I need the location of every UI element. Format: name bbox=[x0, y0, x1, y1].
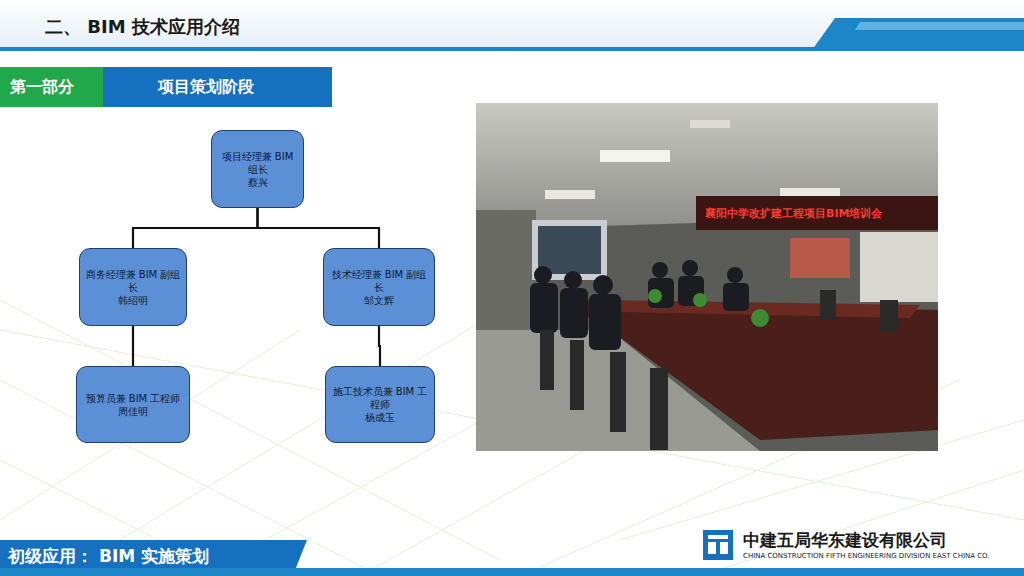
org-connector bbox=[379, 326, 380, 366]
person-name: 邹文辉 bbox=[364, 294, 394, 307]
person-name: 韩绍明 bbox=[118, 294, 148, 307]
role-title: 预算员兼 BIM 工程师 bbox=[86, 392, 181, 405]
header-tab-stripe bbox=[855, 22, 1024, 30]
org-connector bbox=[258, 208, 380, 248]
person-name: 杨成玉 bbox=[365, 411, 395, 424]
page-title: 二、 BIM 技术应用介绍 bbox=[45, 15, 240, 39]
org-box: 技术经理兼 BIM 副组长邹文辉 bbox=[323, 248, 435, 326]
company-name: 中建五局华东建设有限公司 bbox=[743, 529, 947, 552]
photo-banner: 襄阳中学改扩建工程项目BIM培训会 bbox=[705, 206, 882, 221]
person-name: 周佳明 bbox=[118, 405, 148, 418]
section-title: 项目策划阶段 bbox=[158, 77, 254, 98]
company-logo bbox=[703, 530, 733, 560]
org-connector bbox=[133, 208, 258, 248]
org-connector bbox=[132, 326, 134, 366]
org-box: 施工技术员兼 BIM 工程师杨成玉 bbox=[325, 366, 435, 443]
role-title: 项目经理兼 BIM 组长 bbox=[216, 150, 299, 176]
person-name: 蔡兴 bbox=[248, 176, 268, 189]
footer-title: 初级应用： BIM 实施策划 bbox=[8, 545, 209, 568]
role-title: 技术经理兼 BIM 副组长 bbox=[328, 268, 430, 294]
org-box: 预算员兼 BIM 工程师周佳明 bbox=[76, 366, 190, 443]
header-tab bbox=[812, 18, 1024, 50]
section-number: 第一部分 bbox=[10, 77, 74, 98]
footer-line bbox=[0, 568, 1024, 576]
section-tab-blue bbox=[103, 67, 332, 107]
company-english: CHINA CONSTRUCTION FIFTH ENGINEERING DIV… bbox=[743, 552, 990, 560]
role-title: 施工技术员兼 BIM 工程师 bbox=[330, 385, 430, 411]
org-box: 商务经理兼 BIM 副组长韩绍明 bbox=[79, 248, 187, 326]
role-title: 商务经理兼 BIM 副组长 bbox=[84, 268, 182, 294]
section-tab-green bbox=[0, 67, 103, 107]
org-box: 项目经理兼 BIM 组长蔡兴 bbox=[211, 130, 304, 208]
header-band bbox=[0, 0, 1024, 50]
photo-illustration bbox=[476, 103, 938, 451]
footer-tab bbox=[0, 540, 307, 570]
